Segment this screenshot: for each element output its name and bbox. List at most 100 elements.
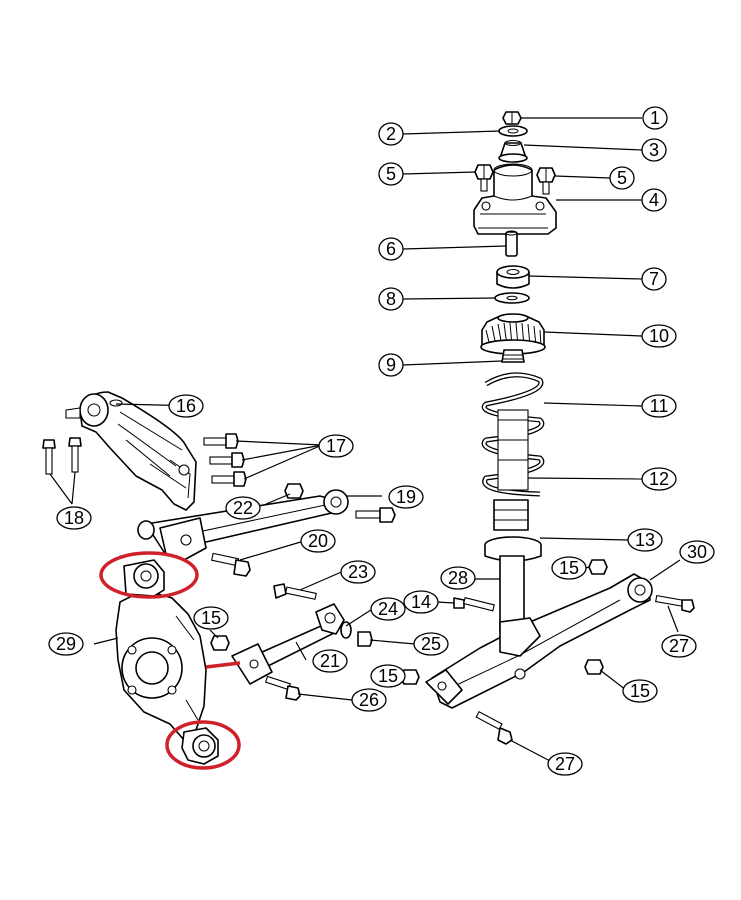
svg-text:21: 21: [320, 651, 340, 671]
callout-2: 2: [378, 122, 404, 146]
callout-21: 21: [312, 649, 348, 673]
callout-24: 24: [370, 597, 406, 621]
nut-22: [284, 483, 304, 499]
callout-9: 9: [378, 353, 404, 377]
bolt-20: [211, 552, 251, 577]
callout-18: 18: [56, 506, 92, 530]
callout-17: 17: [318, 434, 354, 458]
svg-text:5: 5: [617, 168, 627, 188]
part-washer: [498, 125, 528, 137]
svg-text:8: 8: [386, 289, 396, 309]
callout-22: 22: [225, 496, 261, 520]
part-mount-nut-right: [536, 167, 556, 195]
svg-text:27: 27: [555, 754, 575, 774]
svg-text:28: 28: [448, 568, 468, 588]
callout-15-lower-right: 15: [622, 679, 658, 703]
callout-5-left: 5: [378, 162, 404, 186]
part-mount-nut-left: [474, 164, 494, 192]
callout-29: 29: [48, 632, 84, 656]
svg-text:10: 10: [649, 326, 669, 346]
part-jounce-bumper: [501, 349, 525, 363]
svg-text:15: 15: [630, 681, 650, 701]
svg-text:9: 9: [386, 355, 396, 375]
svg-text:23: 23: [348, 562, 368, 582]
callout-3: 3: [641, 138, 667, 162]
svg-text:1: 1: [650, 108, 660, 128]
svg-text:20: 20: [308, 531, 328, 551]
part-jounce-cap: [496, 265, 530, 289]
part-lower-spring-seat: [484, 499, 542, 562]
leader-lines: [49, 117, 681, 763]
callout-11: 11: [641, 394, 677, 418]
trailing-link-assembly: [137, 489, 349, 561]
callout-26: 26: [351, 688, 387, 712]
svg-text:6: 6: [386, 239, 396, 259]
callout-5-right: 5: [609, 166, 635, 190]
upper-knuckle-bushing: [123, 559, 165, 597]
svg-text:19: 19: [396, 487, 416, 507]
bolts-17: [203, 433, 247, 487]
callout-15-upper-right: 15: [551, 556, 587, 580]
callout-20: 20: [300, 529, 336, 553]
bolt-14: [453, 597, 495, 612]
callout-15-center: 15: [370, 664, 406, 688]
part-plate-washer: [494, 292, 530, 304]
part-coil-spring: [481, 372, 545, 497]
svg-text:13: 13: [635, 530, 655, 550]
svg-text:16: 16: [176, 396, 196, 416]
svg-text:25: 25: [421, 634, 441, 654]
bolt-19-nut: [355, 507, 396, 523]
knuckle: [115, 589, 207, 741]
lower-control-arm: [425, 573, 653, 709]
callout-1: 1: [642, 106, 668, 130]
part-spring-isolator: [480, 313, 546, 355]
svg-text:2: 2: [386, 124, 396, 144]
svg-text:11: 11: [650, 396, 669, 416]
svg-text:4: 4: [649, 190, 659, 210]
bolt-23: [273, 583, 317, 600]
callout-15-knuckle: 15: [193, 606, 229, 630]
svg-text:30: 30: [687, 542, 707, 562]
callout-30: 30: [679, 540, 715, 564]
callout-27-bottom: 27: [547, 752, 583, 776]
part-sleeve: [505, 230, 518, 257]
nuts-15: [210, 559, 608, 685]
svg-text:14: 14: [411, 592, 431, 612]
part-top-nut: [502, 111, 522, 125]
lower-knuckle-bushing: [181, 727, 219, 765]
washer-24: [340, 621, 352, 639]
svg-text:18: 18: [64, 508, 84, 528]
upper-control-arm: [65, 391, 197, 511]
callout-23: 23: [340, 560, 376, 584]
callout-19: 19: [388, 485, 424, 509]
callout-14: 14: [403, 590, 439, 614]
svg-text:26: 26: [359, 690, 379, 710]
svg-text:29: 29: [56, 634, 76, 654]
svg-text:15: 15: [201, 608, 221, 628]
svg-text:17: 17: [326, 436, 346, 456]
svg-text:15: 15: [559, 558, 579, 578]
nut-25: [357, 631, 373, 647]
part-upper-bushing: [498, 140, 528, 163]
callout-6: 6: [378, 237, 404, 261]
callout-7: 7: [641, 267, 667, 291]
strut-assembly: [473, 111, 557, 642]
callout-16: 16: [168, 394, 204, 418]
svg-text:15: 15: [378, 666, 398, 686]
callout-28: 28: [440, 566, 476, 590]
svg-text:7: 7: [649, 269, 659, 289]
highlight-lower-bushing: [165, 720, 241, 770]
callout-27-right: 27: [661, 634, 697, 658]
callout-10: 10: [641, 324, 677, 348]
bolts-18: [42, 437, 82, 475]
bolt-27-lower: [475, 711, 513, 745]
callout-8: 8: [378, 287, 404, 311]
callout-4: 4: [641, 188, 667, 212]
callout-13: 13: [627, 528, 663, 552]
callout-25: 25: [413, 632, 449, 656]
part-upper-mount: [473, 163, 557, 235]
highlight-line-link: [205, 661, 241, 669]
svg-text:24: 24: [378, 599, 398, 619]
